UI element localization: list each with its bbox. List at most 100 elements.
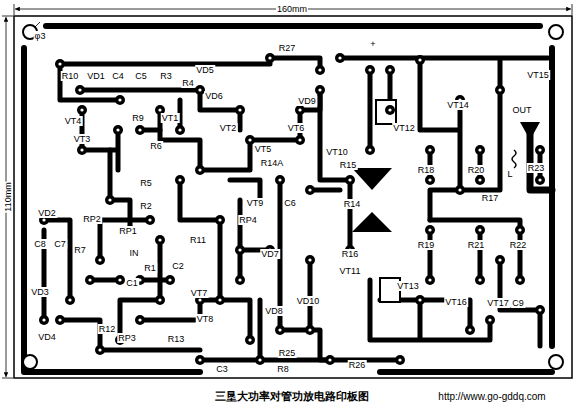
dimension-label: 110mm: [3, 181, 13, 212]
part-label: VT9: [246, 198, 265, 208]
part-label: L: [506, 169, 513, 179]
solder-pad: [465, 325, 475, 335]
solder-pad: [95, 255, 105, 265]
solder-pad: [475, 175, 485, 185]
part-label: R20: [467, 165, 486, 175]
solder-pad: [155, 235, 165, 245]
part-label: R19: [417, 240, 436, 250]
copper-traces: [24, 26, 552, 372]
solder-pad: [55, 315, 65, 325]
solder-pad: [77, 145, 87, 155]
part-label: C3: [215, 364, 229, 374]
part-label: VT12: [392, 123, 416, 133]
solder-pad: [415, 55, 425, 65]
part-label: R13: [167, 334, 186, 344]
solder-pad: [245, 335, 255, 345]
solder-pad: [113, 125, 123, 135]
part-label: R22: [509, 240, 528, 250]
solder-pad: [85, 275, 95, 285]
solder-pad: [345, 175, 355, 185]
part-label: R3: [159, 71, 173, 81]
part-label: VD8: [264, 306, 284, 316]
solder-pad: [55, 59, 65, 69]
solder-pad: [215, 295, 225, 305]
part-label: RP3: [117, 333, 137, 343]
part-label: R21: [467, 240, 486, 250]
solder-pad: [475, 145, 485, 155]
part-label: C2: [171, 261, 185, 271]
part-label: VD7: [260, 249, 280, 259]
solder-pad: [145, 215, 155, 225]
part-label: VD1: [86, 71, 106, 81]
solder-pad: [335, 53, 345, 63]
solder-pad: [215, 215, 225, 225]
solder-pad: [295, 105, 305, 115]
caption: 三垦大功率对管功放电路印板图: [213, 389, 371, 404]
solder-pad: [235, 105, 245, 115]
part-label: R15: [339, 160, 358, 170]
part-label: R14: [343, 199, 362, 209]
solder-pad: [425, 275, 435, 285]
solder-pad: [395, 355, 405, 365]
solder-pad: [425, 145, 435, 155]
part-label: VD5: [195, 65, 215, 75]
part-label: VD2: [37, 208, 57, 218]
part-label: VT13: [396, 281, 420, 291]
part-label: +: [369, 39, 376, 49]
solder-pad: [195, 165, 205, 175]
part-label: R23: [527, 163, 546, 173]
solder-pad: [135, 315, 145, 325]
solder-pad: [475, 225, 485, 235]
solder-pad: [515, 225, 525, 235]
solder-pad: [195, 355, 205, 365]
part-label: C4: [111, 71, 125, 81]
part-label: R10: [61, 71, 80, 81]
solder-pad: [365, 65, 375, 75]
solder-pad: [115, 275, 125, 285]
part-label: C7: [53, 239, 67, 249]
solder-pad: [495, 85, 505, 95]
solder-pad: [455, 185, 465, 195]
solder-pad: [315, 65, 325, 75]
solder-pad: [175, 125, 185, 135]
solder-pad: [165, 275, 175, 285]
solder-pad: [485, 315, 495, 325]
solder-pad: [135, 125, 145, 135]
part-label: R16: [341, 249, 360, 259]
part-label: R12: [98, 324, 117, 334]
part-label: VT2: [219, 123, 238, 133]
solder-pad: [385, 65, 395, 75]
part-label: RP1: [118, 226, 138, 236]
part-label: R27: [278, 43, 297, 53]
part-label: C8: [33, 239, 47, 249]
part-label: R11: [189, 235, 207, 245]
part-label: C6: [283, 198, 297, 208]
part-label: VT14: [446, 100, 470, 110]
solder-pad: [325, 355, 335, 365]
part-label: VT7: [190, 288, 209, 298]
solder-pad: [175, 175, 185, 185]
part-label: VT15: [526, 70, 550, 80]
part-label: VT3: [73, 134, 92, 144]
watermark: http://www.go-gddq.com: [437, 392, 546, 402]
solder-pad: [315, 85, 325, 95]
part-label: VD9: [297, 96, 317, 106]
part-label: R14A: [260, 158, 285, 168]
solder-pad: [425, 225, 435, 235]
solder-pad: [155, 295, 165, 305]
coil-symbol: [512, 150, 516, 168]
part-label: R26: [348, 360, 367, 370]
part-label: R6: [149, 141, 163, 151]
part-label: RP2: [82, 214, 102, 224]
part-label: VD3: [30, 287, 50, 297]
solder-pad: [235, 275, 245, 285]
part-label: VT6: [287, 123, 306, 133]
part-label: VT1: [161, 113, 180, 123]
solder-pad: [305, 325, 315, 335]
part-label: R17: [481, 193, 500, 203]
solder-pad: [95, 345, 105, 355]
part-label: R2: [139, 201, 153, 211]
part-label: C5: [134, 71, 148, 81]
mounting-holes: [23, 25, 563, 369]
